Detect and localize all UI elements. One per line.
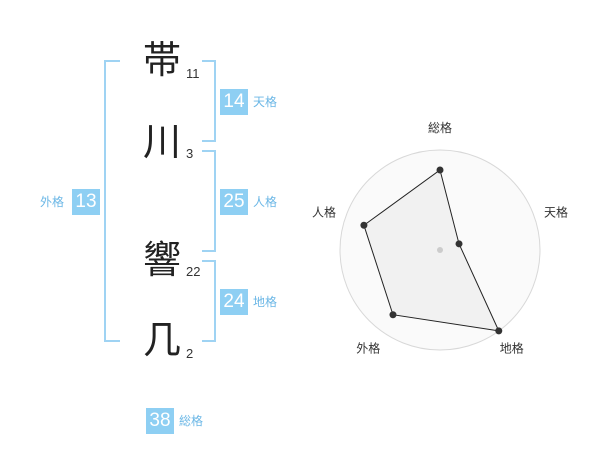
stroke-count-3: 22 — [186, 264, 201, 279]
radar-point-5 — [360, 221, 368, 229]
gaikaku-bracket — [104, 60, 120, 342]
radar-axis-label-5: 人格 — [312, 204, 336, 219]
tenkaku-value-badge: 14 — [220, 89, 248, 115]
chikaku-label: 地格 — [253, 295, 278, 309]
name-char-4: 几 — [142, 318, 181, 362]
stroke-count-2: 3 — [186, 146, 194, 161]
jinkaku-value-badge: 25 — [220, 189, 248, 215]
name-char-1: 帯 — [142, 38, 181, 82]
radar-points — [360, 166, 503, 335]
stroke-count-1: 11 — [186, 66, 200, 81]
name-char-3: 響 — [142, 238, 181, 282]
name-char-2: 川 — [142, 120, 181, 164]
gaikaku-label: 外格 — [40, 195, 65, 209]
chikaku-bracket — [202, 260, 216, 342]
soukaku-value-badge: 38 — [146, 408, 174, 434]
stroke-count-4: 2 — [186, 346, 194, 361]
radar-point-4 — [389, 311, 397, 319]
radar-axis-label-3: 地格 — [500, 341, 524, 356]
radar-point-1 — [436, 166, 444, 174]
radar-area — [363, 169, 500, 332]
chikaku-value-badge: 24 — [220, 289, 248, 315]
radar-axis-label-4: 外格 — [356, 341, 380, 356]
radar-center-dot — [437, 247, 443, 253]
gaikaku-value-badge: 13 — [72, 189, 100, 215]
radar-point-3 — [495, 327, 503, 335]
tenkaku-bracket — [202, 60, 216, 142]
soukaku-label: 総格 — [179, 414, 204, 428]
radar-axis-label-1: 総格 — [428, 120, 452, 135]
radar-point-2 — [455, 240, 463, 248]
radar-axis-label-2: 天格 — [544, 204, 568, 219]
jinkaku-bracket — [202, 150, 216, 252]
jinkaku-label: 人格 — [253, 195, 278, 209]
tenkaku-label: 天格 — [253, 95, 278, 109]
